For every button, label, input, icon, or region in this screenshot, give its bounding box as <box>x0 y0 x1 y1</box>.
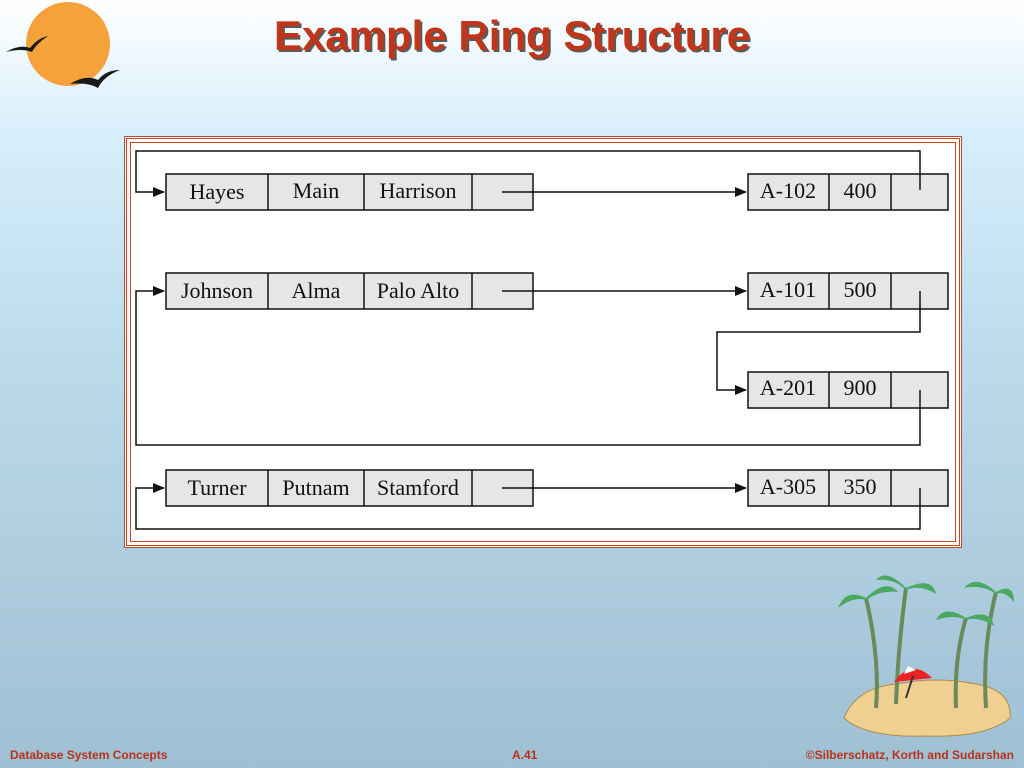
depositor-name: Johnson <box>181 278 253 303</box>
ring-pointer-a102-to-hayes <box>135 150 921 197</box>
account-record-a201: A-201 900 <box>747 371 949 409</box>
depositor-record-johnson: Johnson Alma Palo Alto <box>165 272 534 310</box>
depositor-city: Palo Alto <box>377 278 460 303</box>
beach-umbrella-icon <box>894 666 932 699</box>
bird-icon <box>6 36 48 52</box>
account-balance: 900 <box>844 375 877 400</box>
palm-island-decoration <box>838 575 1014 737</box>
sun-birds-logo <box>6 2 120 88</box>
account-number: A-305 <box>760 474 816 499</box>
footer-left: Database System Concepts <box>10 748 168 762</box>
ring-pointer-a101-to-a201 <box>716 291 921 395</box>
account-balance: 400 <box>844 178 877 203</box>
footer-page-number: A.41 <box>512 748 538 762</box>
footer-copyright: ©Silberschatz, Korth and Sudarshan <box>805 748 1014 762</box>
depositor-name: Turner <box>187 475 247 500</box>
ring-structure-diagram: Hayes Main Harrison Johnson Alma Palo Al… <box>135 150 949 530</box>
depositor-street: Alma <box>292 278 341 303</box>
depositor-city: Stamford <box>377 475 459 500</box>
account-record-a101: A-101 500 <box>747 272 949 310</box>
account-number: A-102 <box>760 178 816 203</box>
ring-pointer-a305-to-turner <box>135 483 921 530</box>
depositor-street: Putnam <box>282 475 349 500</box>
depositor-record-turner: Turner Putnam Stamford <box>165 469 534 507</box>
account-record-a305: A-305 350 <box>747 469 949 507</box>
depositor-city: Harrison <box>380 178 457 203</box>
slide-title: Example Ring Structure <box>273 12 751 59</box>
bird-icon <box>70 70 120 88</box>
depositor-record-hayes: Hayes Main Harrison <box>165 173 534 211</box>
ring-pointer-a201-to-johnson <box>135 286 921 446</box>
account-number: A-201 <box>760 375 816 400</box>
sun-icon <box>26 2 110 86</box>
depositor-street: Main <box>293 178 339 203</box>
account-number: A-101 <box>760 277 816 302</box>
account-balance: 350 <box>844 474 877 499</box>
account-balance: 500 <box>844 277 877 302</box>
depositor-name: Hayes <box>190 179 245 204</box>
account-record-a102: A-102 400 <box>747 173 949 211</box>
